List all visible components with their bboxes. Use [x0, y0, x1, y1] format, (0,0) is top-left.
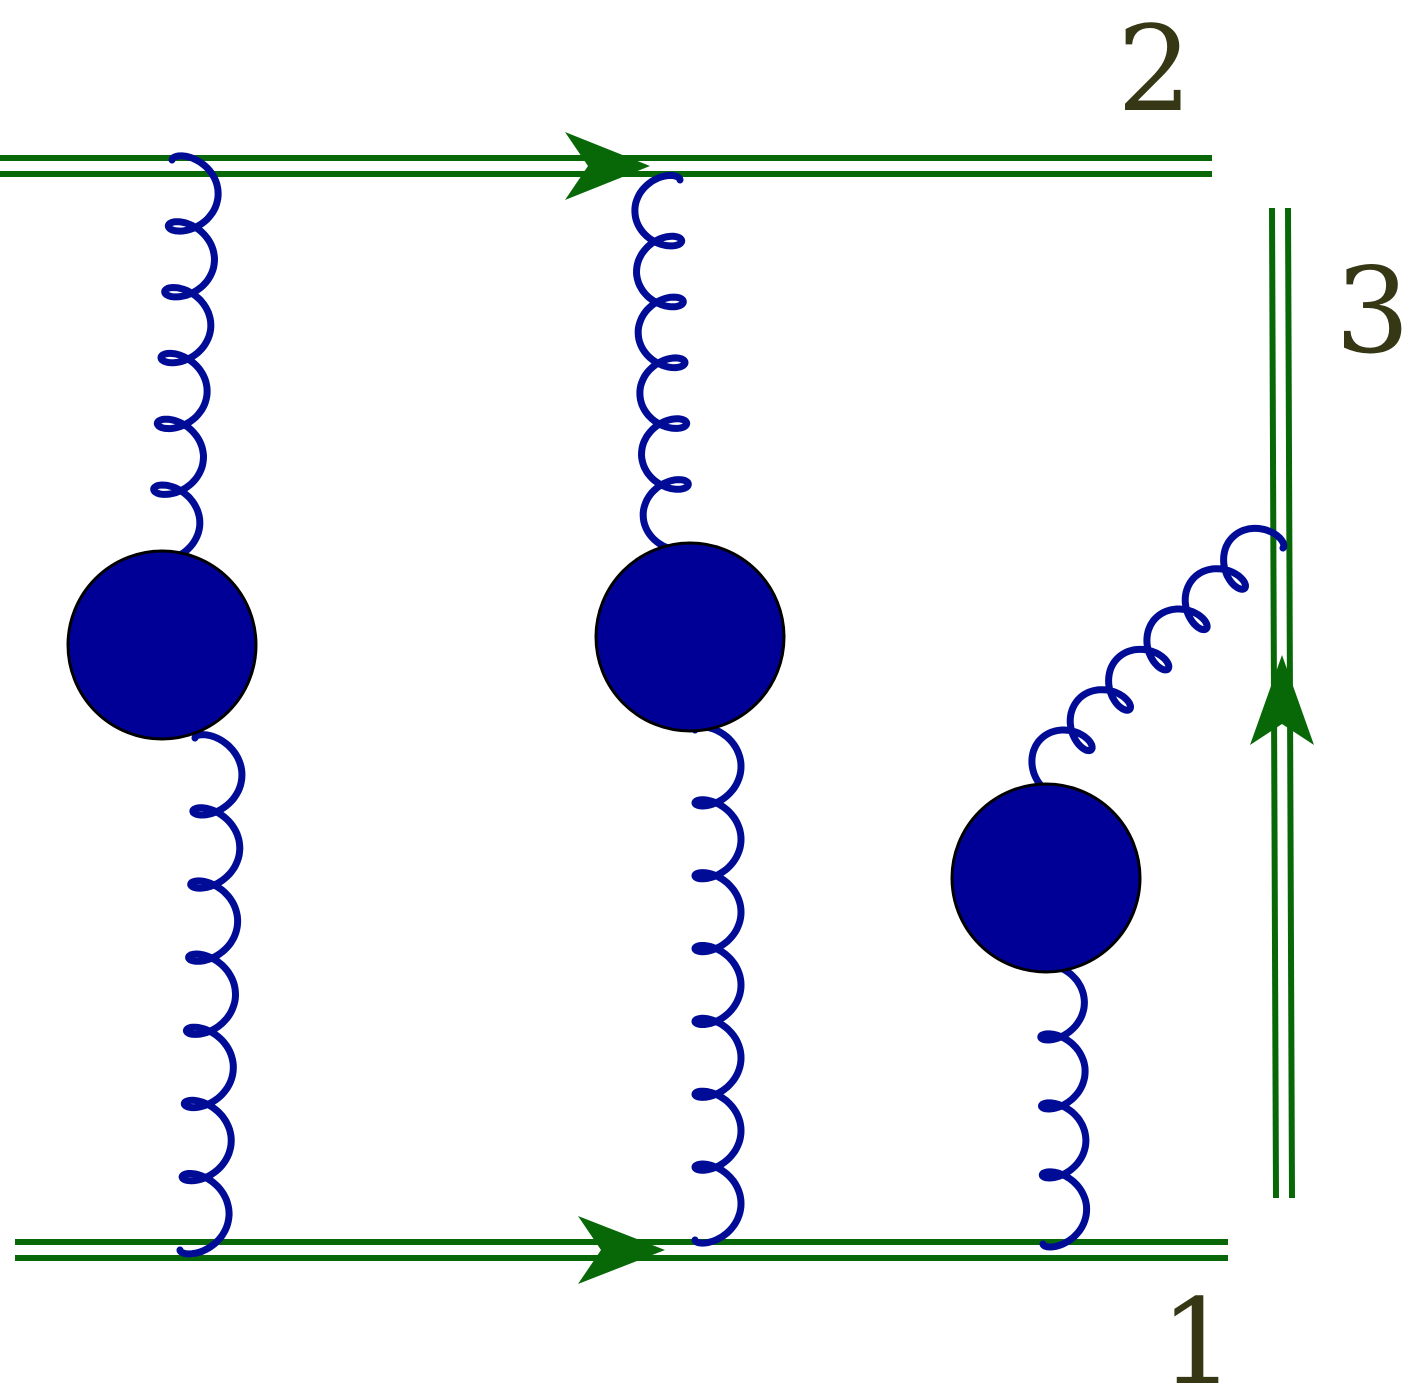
gluon-right-diagonal [1028, 524, 1288, 795]
arrow-right-top [565, 132, 650, 200]
gluon-middle-lower [691, 723, 745, 1247]
label-line-3: 3 [1335, 242, 1410, 380]
blob-left [66, 549, 258, 741]
arrow-up-right [1250, 655, 1314, 745]
blob-middle [594, 541, 786, 733]
gluon-right-lower [1036, 961, 1091, 1251]
label-line-2: 2 [1117, 0, 1192, 138]
arrow-right-bottom [578, 1216, 665, 1284]
gluon-middle-upper [631, 171, 694, 554]
blob-right [950, 782, 1142, 974]
gluon-left-upper [146, 152, 222, 564]
label-line-1: 1 [1160, 1273, 1235, 1398]
wilson-line-2 [0, 132, 1212, 200]
gluon-left-lower [176, 731, 246, 1258]
wilson-line-3 [1250, 207, 1314, 1199]
